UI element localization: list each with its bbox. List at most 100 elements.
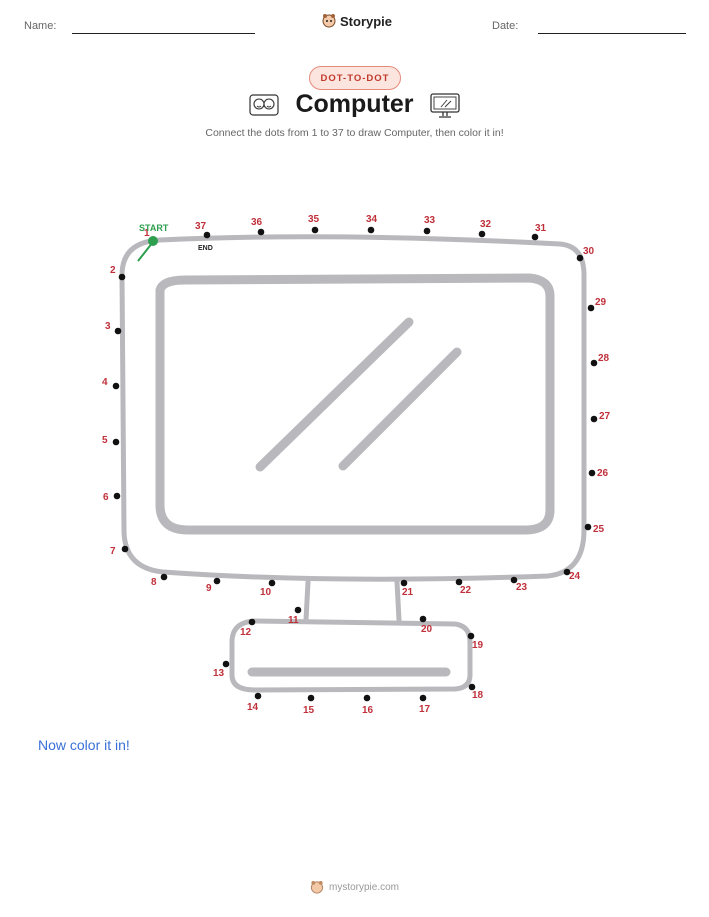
footer: mystorypie.com xyxy=(0,880,709,895)
dot-number-15: 15 xyxy=(303,705,315,716)
dot-number-35: 35 xyxy=(308,214,320,225)
dot-31[interactable] xyxy=(531,233,539,241)
dot-number-16: 16 xyxy=(362,705,374,716)
start-marker: START xyxy=(137,223,169,262)
screen-glare-1 xyxy=(255,317,414,472)
dot-number-28: 28 xyxy=(598,353,610,364)
brand-name: Storypie xyxy=(340,13,393,29)
dot-23[interactable] xyxy=(510,576,518,584)
dot-13[interactable] xyxy=(222,660,230,668)
dot-number-20: 20 xyxy=(421,624,433,635)
color-prompt: Now color it in! xyxy=(38,737,130,753)
dot-number-17: 17 xyxy=(419,704,431,715)
date-field[interactable] xyxy=(538,33,686,34)
storypie-mascot-icon xyxy=(322,14,336,28)
computer-outline xyxy=(119,234,587,693)
name-field[interactable] xyxy=(72,33,255,34)
dot-14[interactable] xyxy=(254,692,262,700)
dot-number-3: 3 xyxy=(105,321,111,332)
dot-number-1: 1 xyxy=(144,228,150,239)
dot-number-27: 27 xyxy=(599,411,611,422)
dot-10[interactable] xyxy=(268,579,276,587)
dot-4[interactable] xyxy=(112,382,120,390)
dot-number-13: 13 xyxy=(213,668,225,679)
dot-9[interactable] xyxy=(213,577,221,585)
dot-number-8: 8 xyxy=(151,577,157,588)
dot-number-36: 36 xyxy=(251,217,263,228)
dot-number-25: 25 xyxy=(593,524,605,535)
dot-number-2: 2 xyxy=(110,265,116,276)
dot-20[interactable] xyxy=(419,615,427,623)
dot-36[interactable] xyxy=(257,228,265,236)
dot-24[interactable] xyxy=(563,568,571,576)
storypie-mascot-icon xyxy=(310,880,324,894)
dot-11[interactable] xyxy=(294,606,302,614)
computer-icon xyxy=(430,93,460,118)
dot-3[interactable] xyxy=(114,327,122,335)
name-label: Name: xyxy=(24,20,57,32)
dot-number-30: 30 xyxy=(583,246,595,257)
dot-number-18: 18 xyxy=(472,690,484,701)
monitor-outer-frame xyxy=(119,234,587,582)
dot-15[interactable] xyxy=(307,694,315,702)
dot-25[interactable] xyxy=(584,523,592,531)
dot-number-32: 32 xyxy=(480,219,492,230)
dot-29[interactable] xyxy=(587,304,595,312)
dot-8[interactable] xyxy=(160,573,168,581)
dot-5[interactable] xyxy=(112,438,120,446)
dot-number-37: 37 xyxy=(195,221,207,232)
dot-12[interactable] xyxy=(248,618,256,626)
dot-number-7: 7 xyxy=(110,546,116,557)
storypie-logo: Storypie xyxy=(322,13,392,29)
dot-34[interactable] xyxy=(367,226,375,234)
dot-16[interactable] xyxy=(363,694,371,702)
dot-number-31: 31 xyxy=(535,223,547,234)
worksheet-header: Name: Storypie Date: xyxy=(0,0,709,48)
dot-number-29: 29 xyxy=(595,297,607,308)
dot-number-22: 22 xyxy=(460,585,472,596)
dot-7[interactable] xyxy=(121,545,129,553)
footer-site: mystorypie.com xyxy=(328,882,399,893)
dot-to-dot-badge: DOT-TO-DOT xyxy=(309,66,401,90)
page-title: Computer xyxy=(295,90,414,118)
dot-19[interactable] xyxy=(467,632,475,640)
dot-6[interactable] xyxy=(113,492,121,500)
dot-number-12: 12 xyxy=(240,627,252,638)
dot-number-33: 33 xyxy=(424,215,436,226)
dot-number-14: 14 xyxy=(247,702,259,713)
date-label: Date: xyxy=(492,20,519,32)
start-label: START xyxy=(139,223,169,233)
dot-27[interactable] xyxy=(590,415,598,423)
dot-number-24: 24 xyxy=(569,571,581,582)
dot-37[interactable] xyxy=(203,231,211,239)
dot-21[interactable] xyxy=(400,579,408,587)
dot-30[interactable] xyxy=(576,254,584,262)
monitor-base xyxy=(229,618,473,693)
dot-number-6: 6 xyxy=(103,492,109,503)
end-label: END xyxy=(198,245,213,252)
dot-number-5: 5 xyxy=(102,435,108,446)
dot-number-10: 10 xyxy=(260,587,272,598)
dot-33[interactable] xyxy=(423,227,431,235)
dot-17[interactable] xyxy=(419,694,427,702)
kids-icon xyxy=(249,94,279,116)
dot-35[interactable] xyxy=(311,226,319,234)
dot-22[interactable] xyxy=(455,578,463,586)
dot-18[interactable] xyxy=(468,683,476,691)
dot-28[interactable] xyxy=(590,359,598,367)
dot-26[interactable] xyxy=(588,469,596,477)
dot-32[interactable] xyxy=(478,230,486,238)
dot-number-19: 19 xyxy=(472,640,484,651)
monitor-neck xyxy=(303,579,402,623)
dot-number-21: 21 xyxy=(402,587,414,598)
dot-number-26: 26 xyxy=(597,468,609,479)
start-dot xyxy=(148,236,158,246)
dot-number-9: 9 xyxy=(206,583,212,594)
instructions: Connect the dots from 1 to 37 to draw Co… xyxy=(205,127,504,139)
dot-number-34: 34 xyxy=(366,214,378,225)
monitor-screen xyxy=(155,273,555,535)
dot-number-11: 11 xyxy=(288,615,299,626)
dot-2[interactable] xyxy=(118,273,126,281)
